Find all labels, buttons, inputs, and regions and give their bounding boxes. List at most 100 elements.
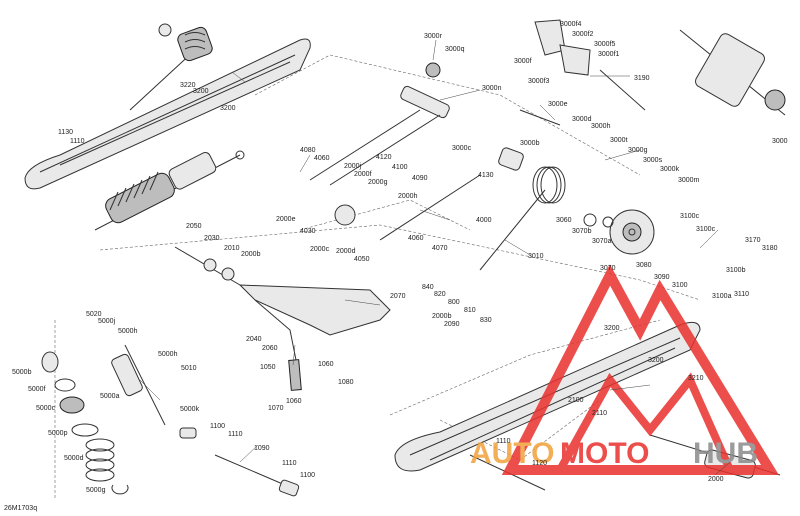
label-3000q: 3000q — [445, 46, 465, 53]
center-link-frame — [174, 246, 391, 391]
label-3000e: 3000e — [548, 101, 568, 108]
label-2010: 2010 — [224, 245, 240, 252]
front-arm-assembly — [129, 23, 213, 111]
rear-axle-assembly — [679, 29, 786, 116]
label-3000c: 3000c — [452, 145, 472, 152]
label-5010: 5010 — [181, 365, 197, 372]
label-3070a: 3070a — [592, 238, 612, 245]
label-830: 830 — [480, 317, 492, 324]
label-3000s: 3000s — [643, 157, 663, 164]
label-3200-a: 3200 — [193, 88, 209, 95]
label-1110-a: 1110 — [70, 138, 85, 145]
label-1060-b: 1060 — [286, 398, 302, 405]
label-1100-b: 1100 — [300, 472, 315, 479]
label-2000j: 2000j — [344, 163, 362, 170]
label-3200-b: 3200 — [220, 105, 236, 112]
label-1110-c: 1110 — [282, 460, 297, 467]
label-2000c: 2000c — [310, 246, 330, 253]
label-3090: 3090 — [654, 274, 670, 281]
watermark-text-auto: AUTO — [470, 437, 554, 470]
assembly-outlines — [54, 54, 701, 500]
label-3000f: 3000f — [514, 58, 532, 65]
label-3200-c: 3200 — [604, 325, 620, 332]
torsion-spring — [498, 109, 566, 204]
label-3000f5: 3000f5 — [594, 41, 616, 48]
label-3000d: 3000d — [572, 116, 592, 123]
label-4130: 4130 — [478, 172, 494, 179]
label-4080: 4080 — [300, 147, 316, 154]
label-5000f: 5000f — [28, 386, 46, 393]
label-1060-a: 1060 — [318, 361, 334, 368]
label-5000h-2: 5000h — [158, 351, 178, 358]
label-3170: 3170 — [745, 237, 761, 244]
label-2030: 2030 — [204, 235, 220, 242]
label-2000g: 2000g — [368, 179, 388, 186]
watermark-logo: AUTO MOTO HUB — [470, 264, 779, 475]
label-1070: 1070 — [268, 405, 284, 412]
label-1120: 1120 — [532, 460, 547, 467]
label-3000t: 3000t — [610, 137, 628, 144]
label-3100a: 3100a — [712, 293, 732, 300]
label-3210: 3210 — [688, 375, 704, 382]
label-5000p: 5000p — [48, 430, 68, 437]
label-5000b: 5000b — [12, 369, 32, 376]
label-2000: 2000 — [708, 476, 724, 483]
label-4030: 4030 — [300, 228, 316, 235]
upper-link-assembly — [309, 62, 546, 271]
label-1130: 1130 — [58, 129, 73, 136]
label-2040: 2040 — [246, 336, 262, 343]
label-2100: 2100 — [568, 397, 584, 404]
label-3000n: 3000n — [482, 85, 502, 92]
label-2110: 2110 — [592, 410, 607, 417]
watermark-text-moto: MOTO — [560, 437, 649, 470]
label-3000f4: 3000f4 — [560, 21, 582, 28]
label-3100c-1: 3100c — [680, 213, 700, 220]
label-1080: 1080 — [338, 379, 354, 386]
label-2000f: 2000f — [354, 171, 372, 178]
label-3000f1: 3000f1 — [598, 51, 620, 58]
label-810: 810 — [464, 307, 476, 314]
label-3220: 3220 — [180, 82, 196, 89]
label-3000b: 3000b — [520, 140, 540, 147]
label-3070: 3070 — [600, 265, 616, 272]
label-2000d: 2000d — [336, 248, 356, 255]
label-3000: 3000 — [772, 138, 788, 145]
upper-right-bracket — [534, 19, 646, 111]
rear-shock-absorber — [41, 344, 166, 495]
label-5000g: 5000g — [86, 487, 106, 494]
label-800: 800 — [448, 299, 460, 306]
part-labels: 3000r 3000q 3000n 3000f4 3000f2 3000f 30… — [4, 21, 788, 512]
label-1090: 1090 — [254, 445, 270, 452]
label-3000k: 3000k — [660, 166, 680, 173]
label-3200-d: 3200 — [648, 357, 664, 364]
label-5000a: 5000a — [100, 393, 120, 400]
label-3000f2: 3000f2 — [572, 31, 594, 38]
label-4100: 4100 — [392, 164, 408, 171]
label-4070: 4070 — [432, 245, 448, 252]
label-2000e: 2000e — [276, 216, 296, 223]
label-4050: 4050 — [354, 256, 370, 263]
label-5000c: 5000c — [36, 405, 56, 412]
label-1110-d: 1110 — [496, 438, 511, 445]
label-4000: 4000 — [476, 217, 492, 224]
label-4060-a: 4060 — [314, 155, 330, 162]
label-1050: 1050 — [260, 364, 276, 371]
left-slide-rail — [24, 38, 311, 190]
label-1100-a: 1100 — [210, 423, 225, 430]
label-4120: 4120 — [376, 154, 392, 161]
label-5000j: 5000j — [98, 318, 116, 325]
label-2090: 2090 — [444, 321, 460, 328]
label-3060: 3060 — [556, 217, 572, 224]
label-2000h: 2000h — [398, 193, 418, 200]
label-5000k: 5000k — [180, 406, 200, 413]
label-2070: 2070 — [390, 293, 406, 300]
label-3010: 3010 — [528, 253, 544, 260]
idler-wheel — [583, 209, 655, 255]
label-3000r: 3000r — [424, 33, 443, 40]
label-3000g: 3000g — [628, 147, 648, 154]
label-5000h-1: 5000h — [118, 328, 138, 335]
label-3080: 3080 — [636, 262, 652, 269]
leader-lines — [139, 39, 731, 476]
label-3190: 3190 — [634, 75, 650, 82]
